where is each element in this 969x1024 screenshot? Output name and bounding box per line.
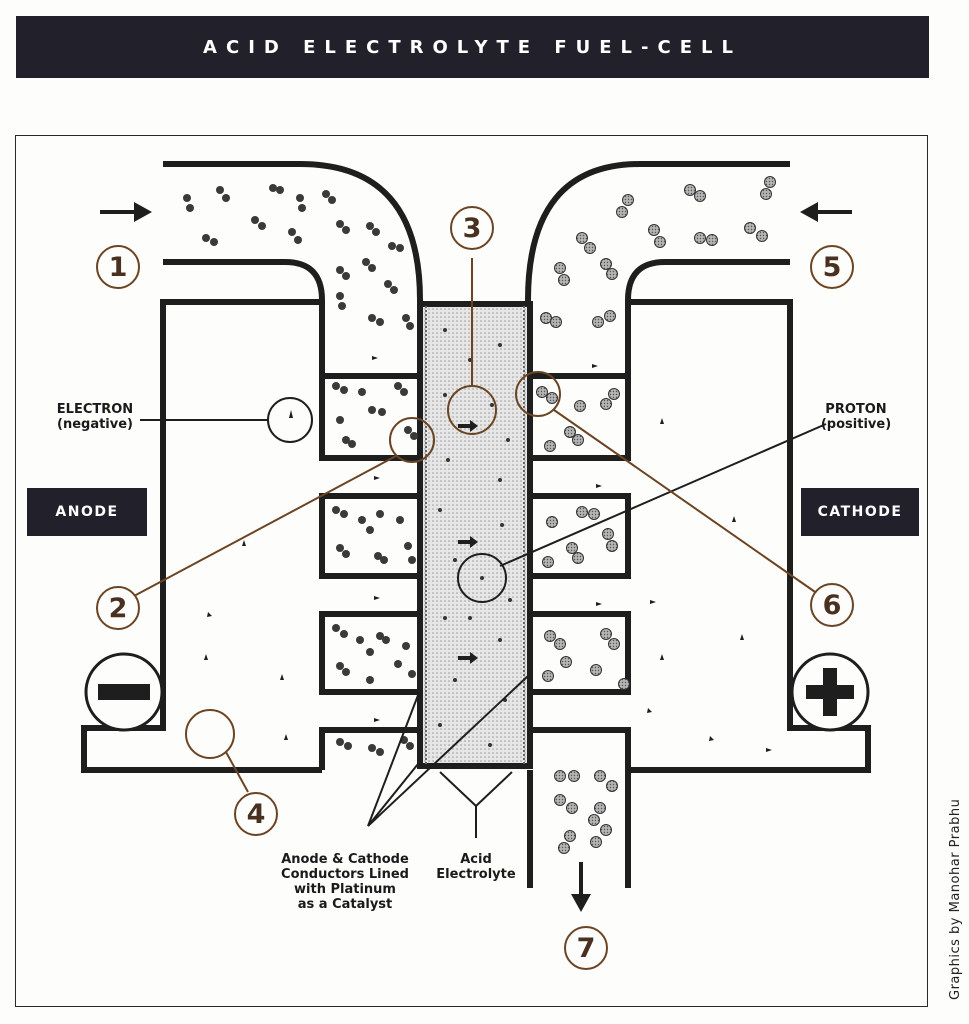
water-outlet-arrow [571, 862, 591, 912]
hydrogen-inlet-arrow [100, 202, 152, 222]
oxygen-molecules [536, 176, 776, 854]
callout-circle-6 [515, 371, 561, 417]
anode-label-box: ANODE [27, 488, 147, 536]
proton-flow-arrows [458, 420, 478, 664]
title-bar: ACID ELECTROLYTE FUEL-CELL [16, 16, 929, 78]
cathode-label: CATHODE [817, 504, 903, 520]
diagram-frame [15, 135, 928, 1007]
acid-electrolyte-label: Acid Electrolyte [436, 852, 516, 882]
anode-inlet-pipe-inner [163, 259, 325, 340]
anode-label: ANODE [55, 504, 119, 520]
conductors-label: Anode & Cathode Conductors Lined with Pl… [281, 852, 409, 912]
anode-inlet-pipe-outer [163, 161, 423, 340]
proton-dots [438, 328, 512, 747]
callout-number-4: 4 [234, 792, 278, 836]
cathode-fin-outline [530, 340, 631, 461]
minus-sign-icon [98, 684, 150, 700]
callout-number-2: 2 [96, 586, 140, 630]
callout-circle-2 [389, 417, 435, 463]
hydrogen-molecules [183, 184, 418, 756]
electron-marks [204, 356, 772, 752]
diagram-title: ACID ELECTROLYTE FUEL-CELL [203, 36, 742, 58]
exhaust-pipe [527, 770, 631, 888]
electrolyte-column [417, 301, 533, 769]
electron-label: ELECTRON (negative) [56, 402, 134, 432]
proton-zoom-circle [457, 553, 507, 603]
callout-number-7: 7 [564, 926, 608, 970]
oxygen-inlet-arrow [800, 202, 852, 222]
proton-label: PROTON (positive) [820, 402, 892, 432]
electron-zoom-circle [267, 397, 313, 443]
cathode-inlet-pipe-outer [525, 161, 790, 340]
callout-number-1: 1 [96, 245, 140, 289]
callout-number-3: 3 [450, 206, 494, 250]
callout-number-6: 6 [810, 583, 854, 627]
callout-number-5: 5 [810, 245, 854, 289]
cathode-label-box: CATHODE [801, 488, 919, 536]
cathode-inlet-pipe-inner [625, 259, 790, 340]
anode-fin-outline [319, 340, 420, 461]
callout-circle-4 [185, 709, 235, 759]
flow-arrows [100, 202, 852, 912]
graphics-credit: Graphics by Manohar Prabhu [948, 798, 963, 1000]
